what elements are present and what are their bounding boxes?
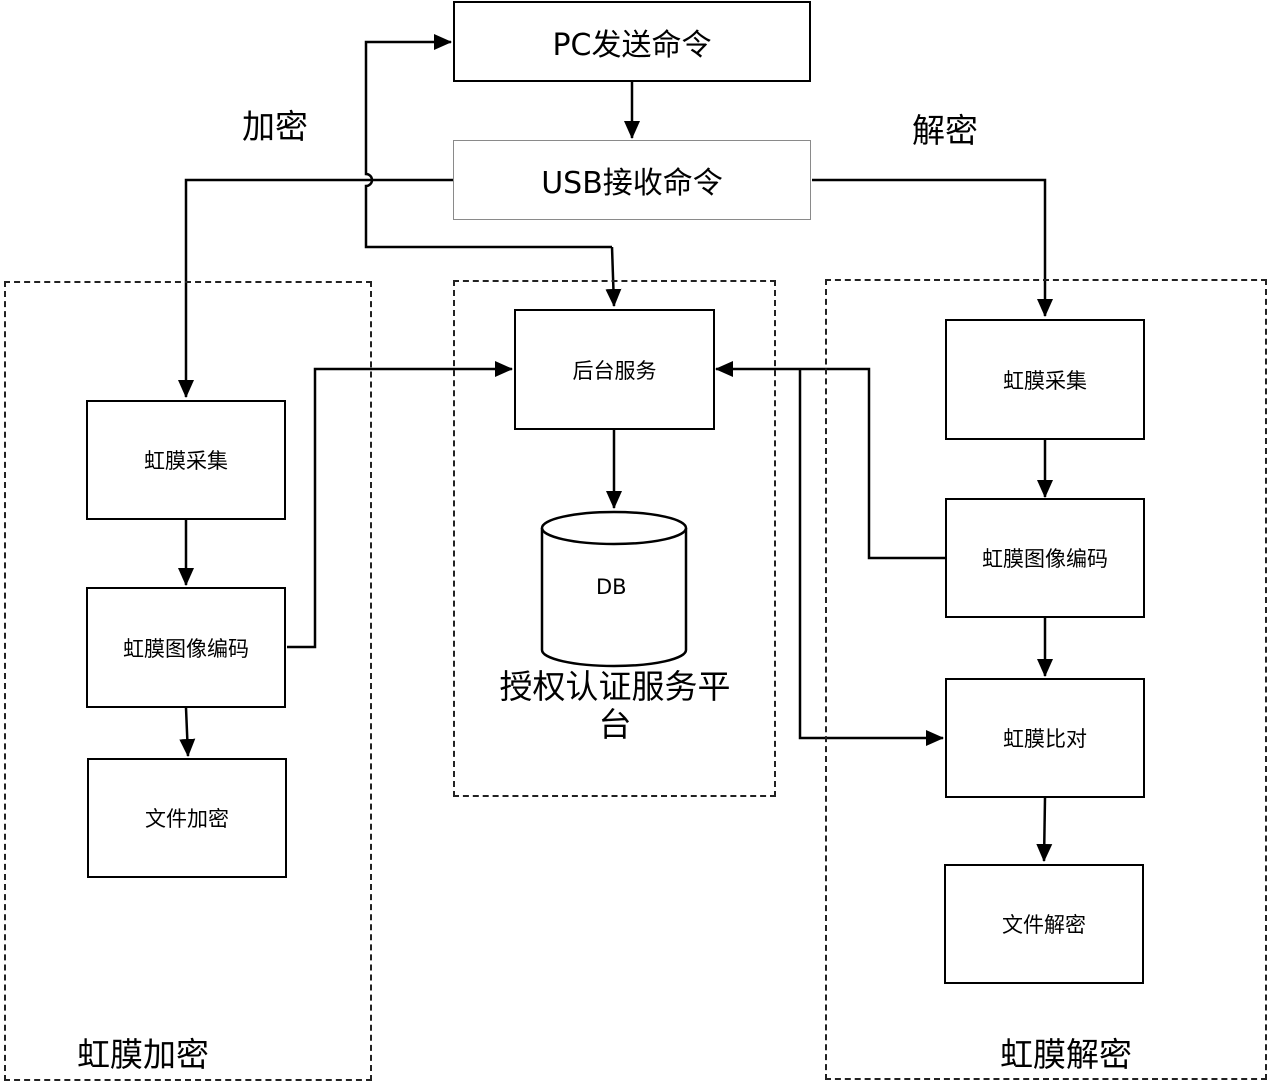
db-cylinder bbox=[540, 510, 688, 668]
arrow-enc-encode-to-backend bbox=[287, 361, 513, 649]
backend-service-node: 后台服务 bbox=[514, 309, 715, 430]
arrow-usb-to-encrypt bbox=[178, 178, 453, 398]
encrypt-label: 加密 bbox=[242, 107, 308, 146]
decrypt-iris-encode-node: 虹膜图像编码 bbox=[945, 498, 1145, 618]
arrow-dec-compare-to-file bbox=[1036, 797, 1053, 862]
file-encrypt-node: 文件加密 bbox=[87, 758, 287, 878]
platform-group-border bbox=[453, 280, 776, 797]
encrypt-group-border bbox=[4, 281, 372, 1081]
arrow-loop-to-backend bbox=[605, 246, 622, 307]
decrypt-label: 解密 bbox=[912, 111, 978, 150]
encrypt-iris-collect-node: 虹膜采集 bbox=[86, 400, 286, 520]
encrypt-group-title: 虹膜加密 bbox=[77, 1035, 209, 1074]
iris-compare-node: 虹膜比对 bbox=[945, 678, 1145, 798]
arrow-dec-encode-to-backend bbox=[715, 361, 945, 560]
decrypt-group-border bbox=[825, 279, 1267, 1080]
arrow-usb-to-decrypt bbox=[812, 178, 1053, 317]
usb-command-node: USB接收命令 bbox=[453, 140, 811, 220]
arrow-enc-encode-to-file bbox=[179, 707, 196, 757]
decrypt-iris-collect-node: 虹膜采集 bbox=[945, 319, 1145, 440]
encrypt-iris-encode-node: 虹膜图像编码 bbox=[86, 587, 286, 708]
arrow-backend-to-compare bbox=[798, 369, 944, 746]
file-decrypt-node: 文件解密 bbox=[944, 864, 1144, 984]
pc-command-node: PC发送命令 bbox=[453, 1, 811, 82]
platform-group-title: 授权认证服务平台 bbox=[499, 667, 731, 744]
decrypt-group-title: 虹膜解密 bbox=[1000, 1035, 1132, 1074]
db-label: DB bbox=[596, 575, 627, 599]
